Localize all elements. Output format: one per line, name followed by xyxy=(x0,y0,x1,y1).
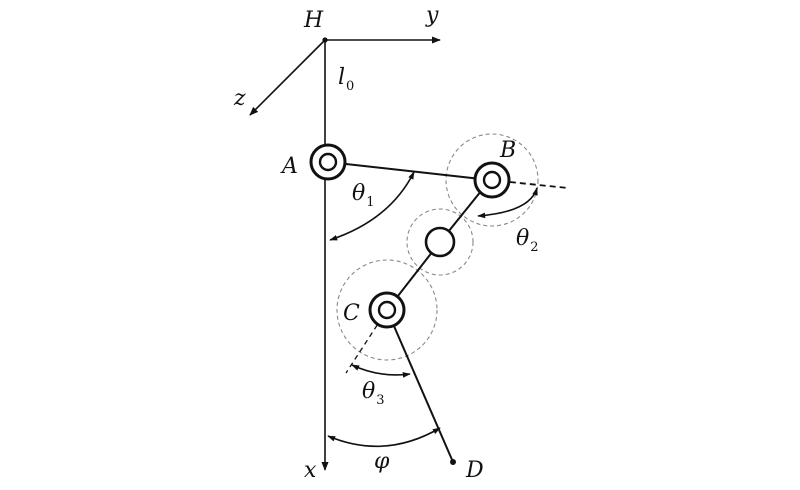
theta3-symbol: θ xyxy=(362,379,375,404)
joint-a xyxy=(309,143,347,181)
mid-joint-envelope xyxy=(406,208,474,276)
theta1-symbol: θ xyxy=(352,181,365,206)
link-a-b xyxy=(327,161,491,181)
label-c: C xyxy=(343,301,360,326)
phi-arc xyxy=(327,427,441,448)
label-b: B xyxy=(499,138,516,163)
theta2-arc xyxy=(477,187,538,219)
link-c-d xyxy=(386,309,454,463)
label-y: y xyxy=(425,3,439,28)
origin-point-h xyxy=(322,37,328,43)
label-h: H xyxy=(303,8,324,33)
joint-c xyxy=(368,291,406,329)
l-subscript: 0 xyxy=(346,79,354,94)
mid-joint xyxy=(424,226,456,258)
z-axis xyxy=(249,39,326,116)
theta2-subscript: 2 xyxy=(530,240,538,255)
label-d: D xyxy=(465,458,484,483)
label-theta1: θ1 xyxy=(352,181,375,210)
label-l0: l0 xyxy=(338,65,354,94)
theta3-arc xyxy=(351,364,411,378)
l-symbol: l xyxy=(338,65,345,90)
coordinate-frame xyxy=(249,36,441,471)
label-theta2: θ2 xyxy=(516,226,539,255)
joint-c-envelope xyxy=(336,259,438,361)
label-theta3: θ3 xyxy=(362,379,385,408)
angle-arcs xyxy=(327,171,538,448)
joint-b-envelope xyxy=(445,133,539,227)
theta1-arc xyxy=(329,171,415,241)
label-x: x xyxy=(304,458,317,483)
joint-envelopes xyxy=(336,133,539,361)
theta2-symbol: θ xyxy=(516,226,529,251)
label-z: z xyxy=(233,86,246,111)
theta1-subscript: 1 xyxy=(366,195,374,210)
joint-b xyxy=(473,161,511,199)
endpoint-d xyxy=(450,459,456,465)
label-phi: φ xyxy=(374,449,390,474)
theta3-subscript: 3 xyxy=(376,393,384,408)
label-a: A xyxy=(280,154,298,179)
